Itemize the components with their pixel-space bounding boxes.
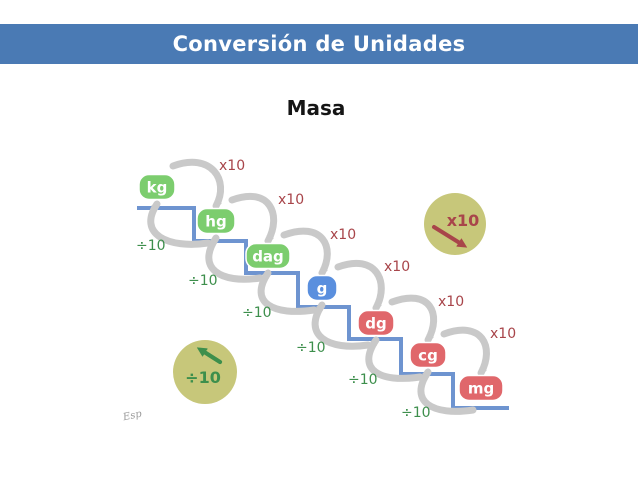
multiply-label: x10 [490,326,516,342]
unit-pill [458,374,504,402]
unit-pill [138,173,176,201]
divide-label: ÷10 [242,305,272,321]
multiply-label: x10 [438,294,464,310]
multiply-badge-label: x10 [447,211,480,230]
unit-pill [409,341,447,369]
unit-label: kg [147,179,168,197]
multiply-arrow [388,294,438,344]
unit-mg: mg [458,374,504,402]
divide-arrow [311,301,372,350]
unit-label: dg [365,315,386,333]
divide-arrow [417,368,477,415]
unit-g: g [306,274,338,302]
unit-label: dag [252,248,284,266]
multiply-arrow [169,158,224,210]
multiply-arrow [440,326,490,377]
divide-label: ÷10 [296,340,326,356]
divide-arrow [205,234,264,283]
multiply-badge: x10 [424,193,486,255]
multiply-label: x10 [219,158,245,174]
multiply-arrow [280,227,331,277]
unit-cg: cg [409,341,447,369]
divide-arrow [257,269,318,315]
unit-hg: hg [196,207,236,235]
divide-badge-label: ÷10 [185,368,221,387]
multiply-arrow [228,192,278,245]
section-subtitle: Masa [286,96,346,120]
unit-dag: dag [245,242,291,270]
multiply-label: x10 [330,227,356,243]
page-title: Conversión de Unidades [172,32,466,56]
unit-pill [306,274,338,302]
signature: Esp [121,409,143,424]
diagonal-up-arrow-icon [196,347,222,364]
title-banner: Conversión de Unidades [0,24,638,64]
divide-label: ÷10 [188,273,218,289]
unit-pill [196,207,236,235]
unit-label: cg [418,347,438,365]
unit-label: mg [468,380,494,398]
divide-arrow [365,336,424,382]
multiply-label: x10 [278,192,304,208]
unit-label: hg [205,213,226,231]
unit-pill [245,242,291,270]
unit-pill [357,309,395,337]
unit-label: g [317,280,328,298]
unit-kg: kg [138,173,176,201]
divide-label: ÷10 [136,238,166,254]
divide-badge: ÷10 [173,340,237,404]
divide-label: ÷10 [348,372,378,388]
multiply-arrow [334,259,385,312]
unit-dg: dg [357,309,395,337]
divide-arrow [147,200,212,248]
diagonal-down-arrow-icon [432,225,468,248]
divide-label: ÷10 [401,405,431,421]
multiply-label: x10 [384,259,410,275]
